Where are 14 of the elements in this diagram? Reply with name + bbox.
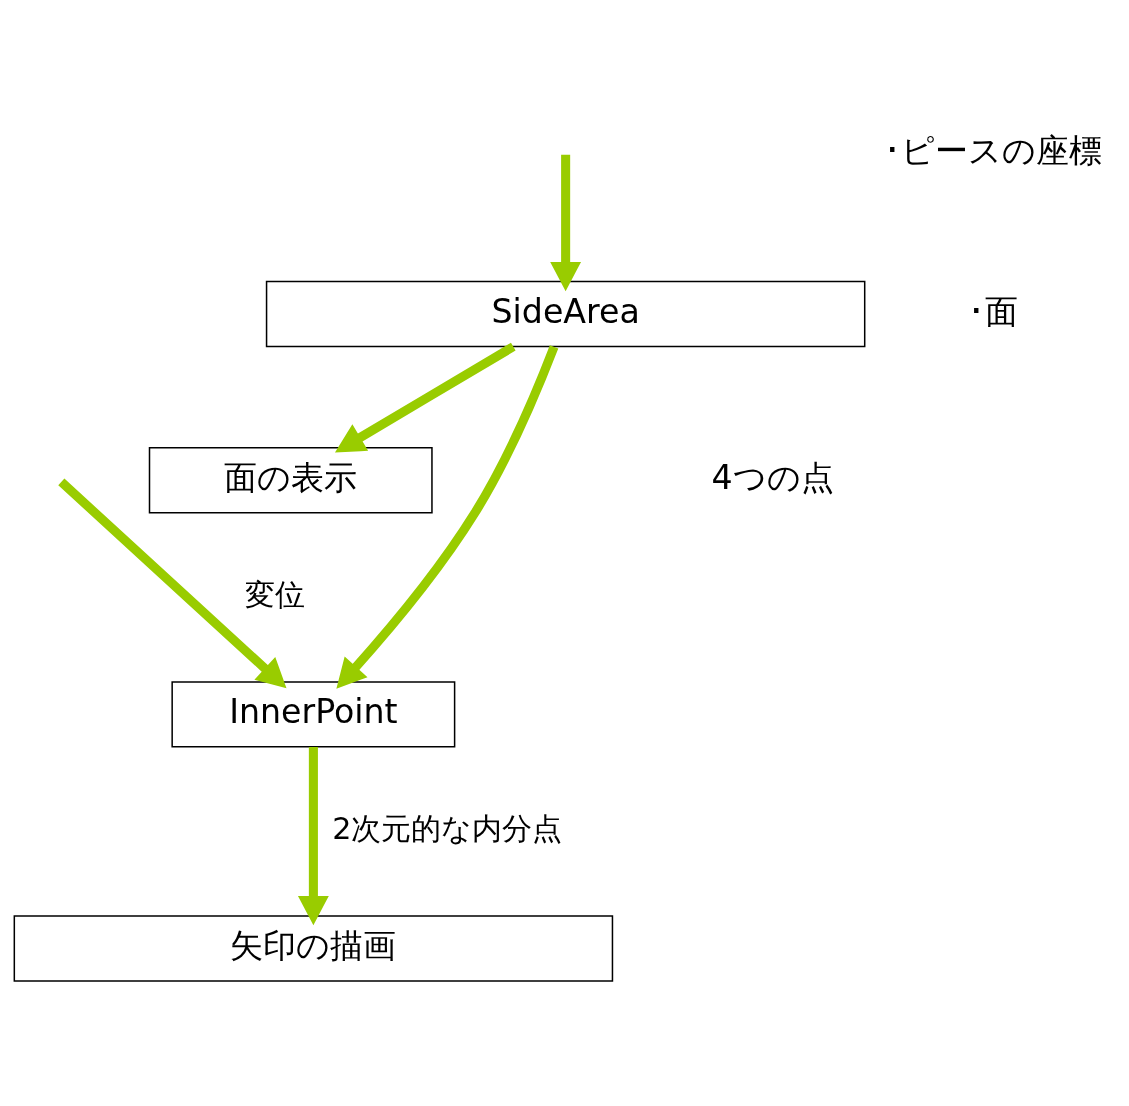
arrow xyxy=(297,746,329,925)
node-box: 面の表示 xyxy=(148,446,433,513)
arrow xyxy=(58,478,287,688)
node-box: 矢印の描画 xyxy=(13,914,614,982)
label: 4つの点 xyxy=(711,457,834,497)
edge-label: 変位 xyxy=(244,576,305,612)
node-box: SideArea xyxy=(265,280,866,347)
label: ･ピースの座標 xyxy=(884,130,1103,170)
arrow xyxy=(336,344,559,689)
arrow xyxy=(550,154,582,291)
label: ･面 xyxy=(968,291,1019,331)
node-box: InnerPoint xyxy=(171,680,456,748)
edge-label: 2次元的な内分点 xyxy=(332,810,563,846)
arrow xyxy=(334,342,516,452)
